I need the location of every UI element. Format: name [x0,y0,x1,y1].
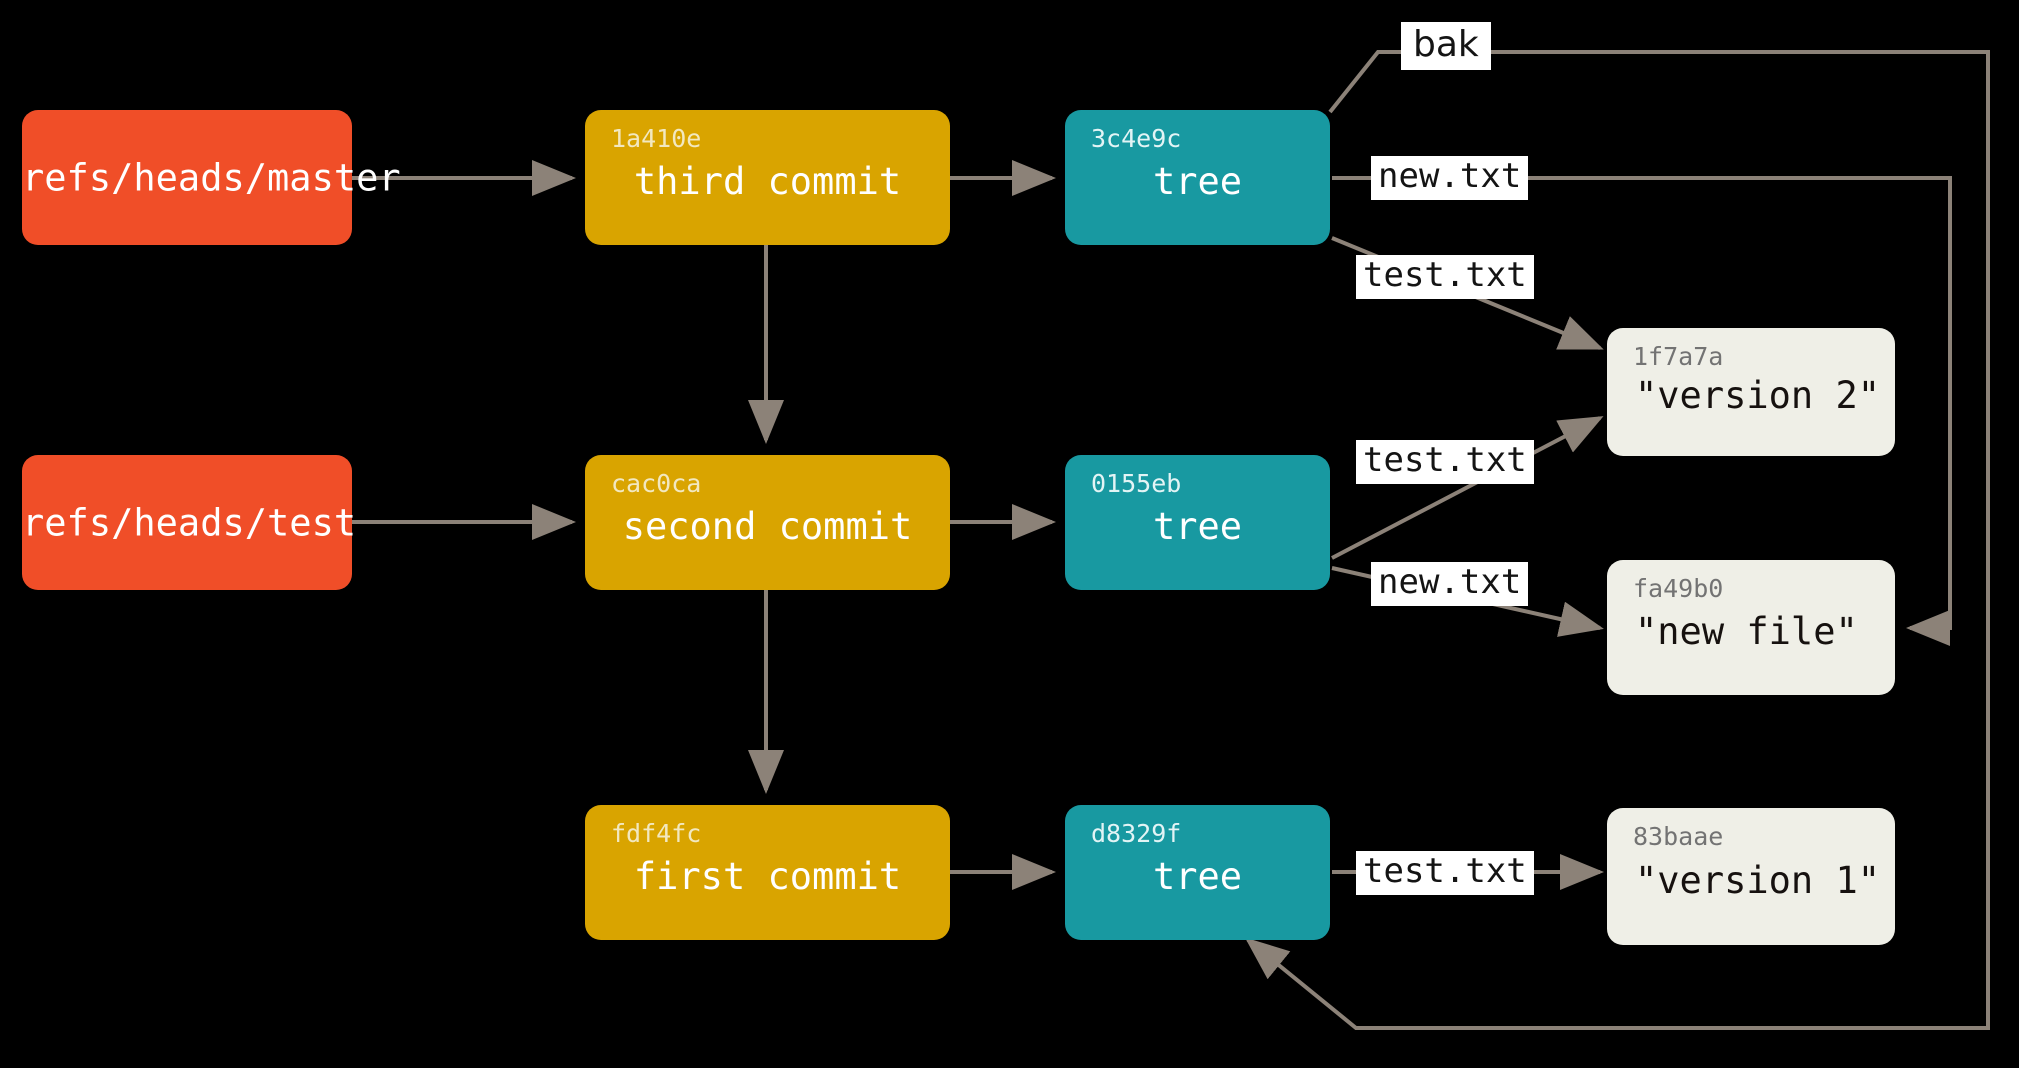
edge-tree3c4e9c-bak [1244,50,1990,1030]
commit-second-hash: cac0ca [611,469,702,498]
node-blob-fa49b0[interactable]: fa49b0 "new file" [1607,560,1895,695]
node-commit-third[interactable]: 1a410e third commit [585,110,950,245]
edge-label-new-txt-mid: new.txt [1371,562,1529,606]
ref-test-label: refs/heads/test [22,501,357,544]
commit-third-hash: 1a410e [611,124,702,153]
blob-83baae-title: "version 1" [1635,858,1881,902]
node-blob-1f7a7a[interactable]: 1f7a7a "version 2" [1607,328,1895,456]
node-tree-d8329f[interactable]: d8329f tree [1065,805,1330,940]
tree-d8329f-title: tree [1152,854,1243,898]
node-ref-test[interactable]: refs/heads/test [22,455,357,590]
ref-master-label: refs/heads/master [22,156,401,199]
edge-tree0155eb-testtxt [1331,416,1604,560]
tree-3c4e9c-hash: 3c4e9c [1091,124,1182,153]
tree-0155eb-hash: 0155eb [1091,469,1182,498]
node-commit-second[interactable]: cac0ca second commit [585,455,950,590]
blob-1f7a7a-title: "version 2" [1635,373,1881,417]
blob-1f7a7a-hash: 1f7a7a [1633,342,1724,371]
tree-3c4e9c-title: tree [1152,159,1243,203]
tree-0155eb-title: tree [1152,504,1243,548]
node-ref-master[interactable]: refs/heads/master [22,110,401,245]
edge-label-test-txt-top: test.txt [1356,255,1534,299]
commit-second-title: second commit [622,504,913,548]
node-tree-0155eb[interactable]: 0155eb tree [1065,455,1330,590]
node-blob-83baae[interactable]: 83baae "version 1" [1607,808,1895,945]
commit-first-title: first commit [633,854,902,898]
edge-tree3c4e9c-newtxt [1332,176,1952,646]
edge-label-new-txt-top: new.txt [1371,156,1529,200]
tree-d8329f-hash: d8329f [1091,819,1182,848]
edge-label-bak: bak [1401,22,1491,70]
edge-label-test-txt-bottom: test.txt [1356,851,1534,895]
blob-fa49b0-title: "new file" [1635,609,1858,653]
node-commit-first[interactable]: fdf4fc first commit [585,805,950,940]
commit-first-hash: fdf4fc [611,819,702,848]
blob-83baae-hash: 83baae [1633,822,1724,851]
blob-fa49b0-hash: fa49b0 [1633,574,1724,603]
node-tree-3c4e9c[interactable]: 3c4e9c tree [1065,110,1330,245]
commit-third-title: third commit [633,159,902,203]
edge-label-test-txt-mid: test.txt [1356,440,1534,484]
